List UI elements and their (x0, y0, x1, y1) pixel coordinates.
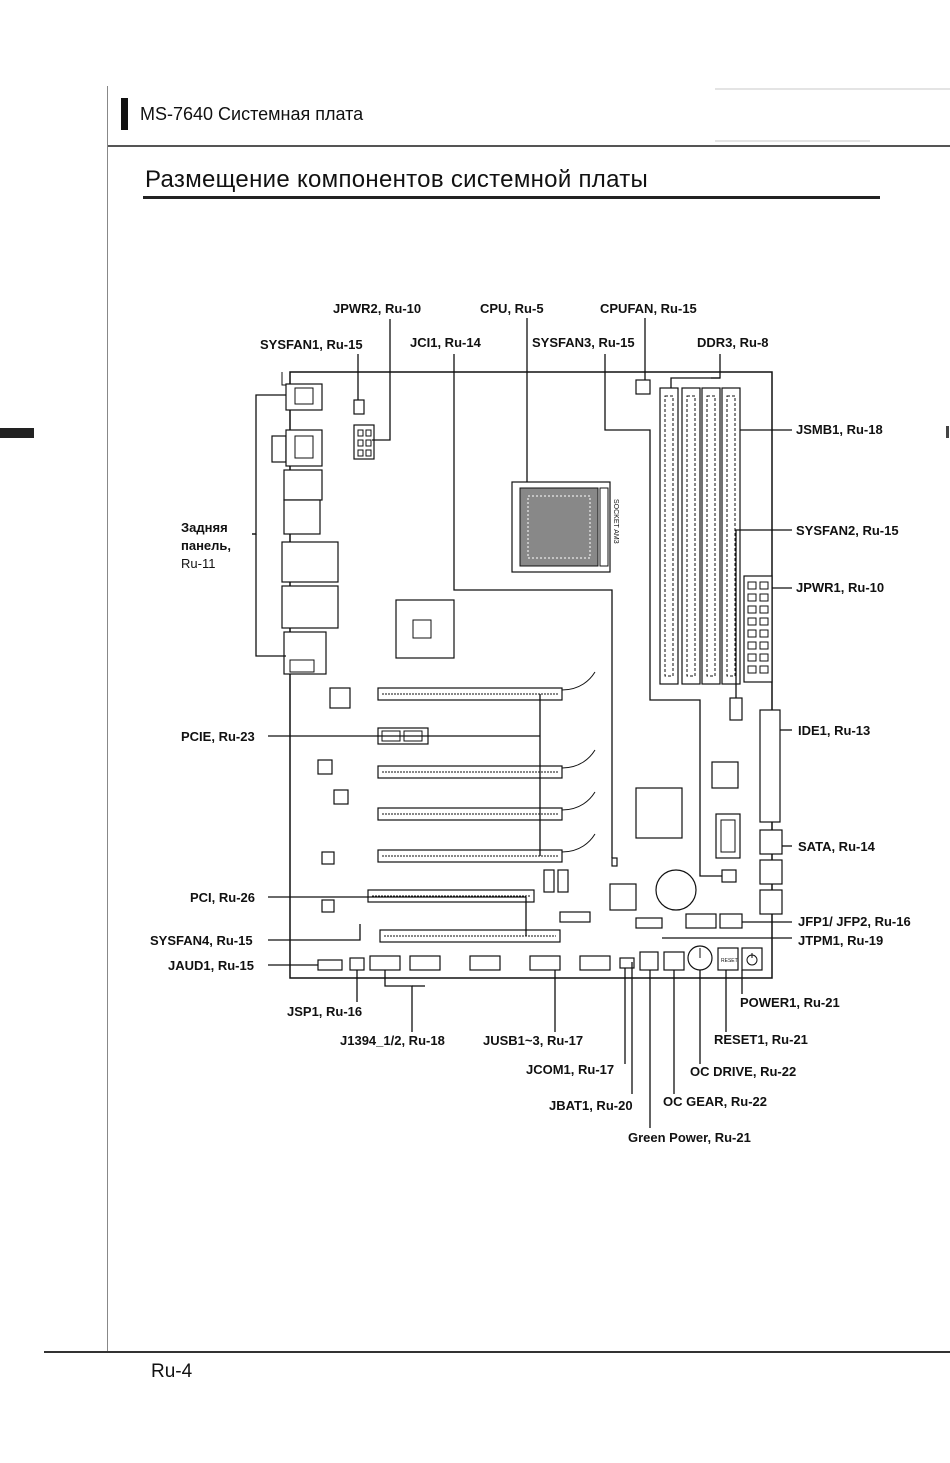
page-number: Ru-4 (151, 1361, 193, 1382)
header-title: MS-7640 Системная плата (140, 104, 364, 124)
jsmb1-header (721, 869, 737, 883)
label-jci1: JCI1, Ru-14 (410, 335, 482, 350)
label-back-panel: панель, (181, 538, 231, 553)
header-bar (121, 98, 128, 130)
cpufan-header (635, 379, 651, 395)
label-cpu: CPU, Ru-5 (480, 301, 544, 316)
label-pci: PCI, Ru-26 (190, 890, 255, 905)
pci-slots (367, 889, 561, 943)
green-power-button (639, 951, 659, 971)
label-jsmb1: JSMB1, Ru-18 (796, 422, 883, 437)
svg-text:SOCKET AM3: SOCKET AM3 (612, 499, 619, 544)
chip-small (543, 869, 555, 893)
label-back-panel: Задняя (181, 520, 228, 535)
ide1-connector (759, 709, 781, 823)
label-jbat1: JBAT1, Ru-20 (549, 1098, 633, 1113)
chip-small (317, 759, 333, 775)
label-ocgear: OC GEAR, Ru-22 (663, 1094, 767, 1109)
jtpm1-header (635, 917, 663, 929)
scan-artifact (715, 88, 950, 90)
header-rule (108, 145, 950, 147)
pcie-slots (377, 671, 596, 863)
label-ide1: IDE1, Ru-13 (798, 723, 870, 738)
sysfan1-header (353, 399, 365, 415)
jsp1-header (349, 957, 365, 971)
jfp1-header (685, 913, 717, 929)
label-ddr3: DDR3, Ru-8 (697, 335, 769, 350)
jusb-header (579, 955, 611, 971)
jaud1-header (317, 959, 343, 971)
scan-artifact (946, 426, 949, 438)
reset-button (717, 947, 739, 971)
sysfan2-header (729, 697, 743, 721)
jusb-header (559, 911, 591, 923)
chip-small (321, 899, 335, 913)
label-jfp: JFP1/ JFP2, Ru-16 (798, 914, 911, 929)
j1394-header (409, 955, 441, 971)
label-sysfan1: SYSFAN1, Ru-15 (260, 337, 363, 352)
label-jtpm1: JTPM1, Ru-19 (798, 933, 883, 948)
label-sata: SATA, Ru-14 (798, 839, 876, 854)
label-green-power: Green Power, Ru-21 (628, 1130, 751, 1145)
label-sysfan4: SYSFAN4, Ru-15 (150, 933, 253, 948)
label-cpufan: CPUFAN, Ru-15 (600, 301, 697, 316)
label-jpwr1: JPWR1, Ru-10 (796, 580, 884, 595)
scan-artifact (0, 428, 34, 438)
cpu-socket: SOCKET AM3 (511, 481, 619, 573)
scan-artifact (715, 140, 870, 142)
oc-gear-switch (663, 951, 685, 971)
page-title: Размещение компонентов системной платы (145, 166, 649, 193)
chip-small (557, 869, 569, 893)
label-j1394: J1394_1/2, Ru-18 (340, 1033, 445, 1048)
chip-small (333, 789, 349, 805)
leader-lines (252, 318, 792, 1128)
label-jusb: JUSB1~3, Ru-17 (483, 1033, 583, 1048)
southbridge-chip (635, 787, 683, 839)
chip-small (609, 883, 637, 911)
back-panel-connectors (271, 383, 339, 675)
footer-rule (44, 1351, 950, 1353)
chip-small (321, 851, 335, 865)
cmos-battery (655, 869, 697, 911)
board-outline (289, 371, 773, 979)
jci1-header (611, 857, 618, 867)
northbridge-chip (395, 599, 455, 659)
label-reset1: RESET1, Ru-21 (714, 1032, 808, 1047)
label-jcom1: JCOM1, Ru-17 (526, 1062, 614, 1077)
label-sysfan3: SYSFAN3, Ru-15 (532, 335, 635, 350)
label-pcie: PCIE, Ru-23 (181, 729, 255, 744)
sata-connectors (715, 813, 783, 915)
chip-small (329, 687, 351, 709)
left-margin-rule (107, 86, 108, 1351)
jcom1-header (619, 957, 635, 969)
label-back-panel: Ru-11 (181, 556, 215, 571)
label-jsp1: JSP1, Ru-16 (287, 1004, 362, 1019)
chip-small (711, 761, 739, 789)
j1394-header (369, 955, 401, 971)
label-jpwr2: JPWR2, Ru-10 (333, 301, 421, 316)
label-sysfan2: SYSFAN2, Ru-15 (796, 523, 899, 538)
svg-text:RESET: RESET (721, 958, 738, 964)
ddr3-slots (659, 387, 741, 685)
jfp2-header (719, 913, 743, 929)
label-ocdrive: OC DRIVE, Ru-22 (690, 1064, 796, 1079)
jusb-header (529, 955, 561, 971)
title-rule (143, 196, 880, 199)
power-button (741, 947, 763, 971)
jusb-header (469, 955, 501, 971)
label-jaud1: JAUD1, Ru-15 (168, 958, 254, 973)
atx-power-connector (743, 575, 773, 683)
label-power1: POWER1, Ru-21 (740, 995, 840, 1010)
